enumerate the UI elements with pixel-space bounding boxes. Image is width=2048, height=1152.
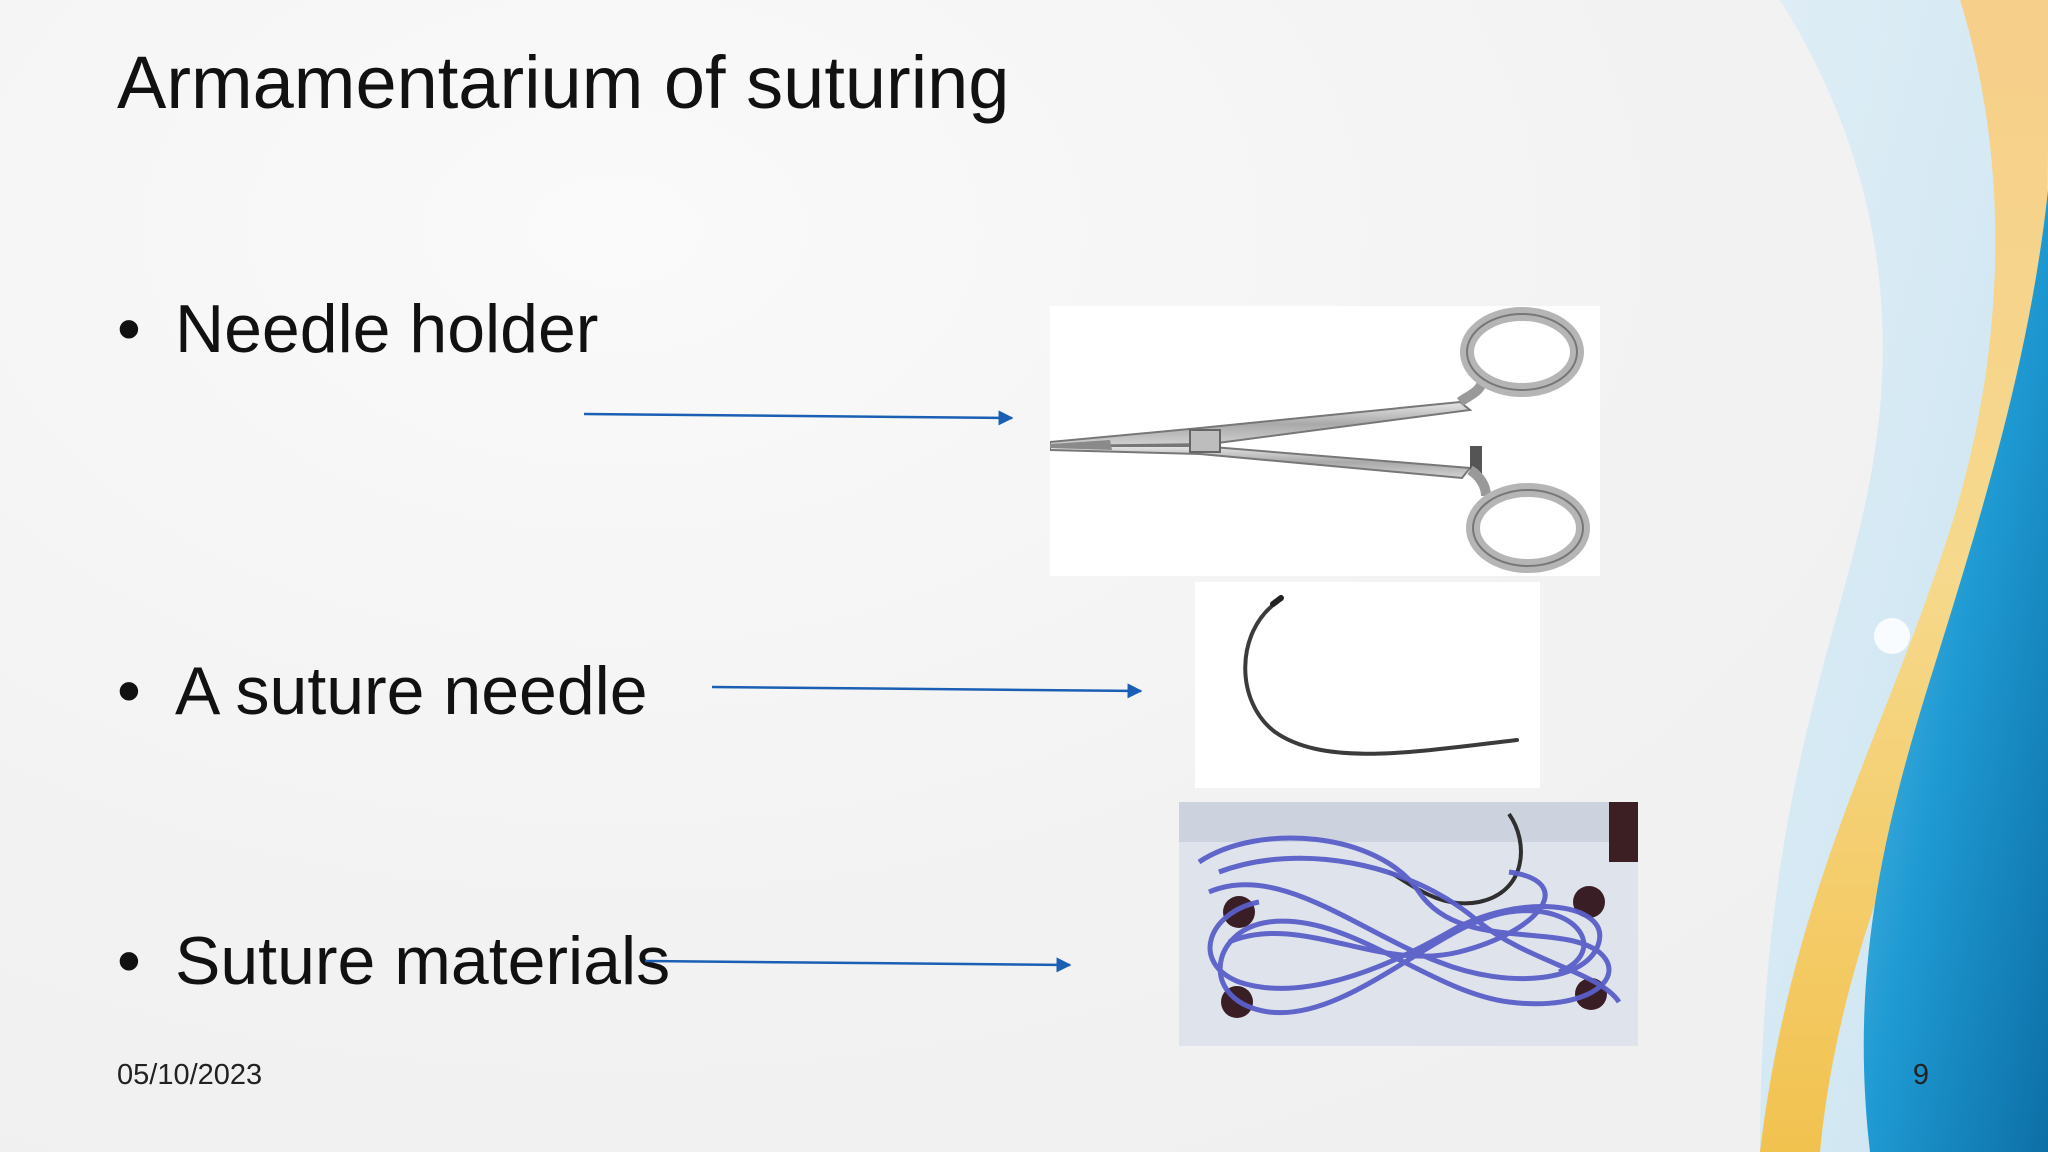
suture-materials-illustration (1179, 802, 1638, 1046)
bullet-suture-needle: • A suture needle (117, 652, 648, 730)
bullet-marker: • (117, 653, 141, 729)
needle-holder-image (1050, 306, 1600, 576)
bullet-marker: • (117, 291, 141, 367)
needle-holder-illustration (1050, 307, 1590, 573)
suture-needle-image (1195, 582, 1540, 788)
bullet-suture-materials: • Suture materials (117, 922, 670, 1000)
slide-number: 9 (1912, 1059, 1930, 1091)
footer-date: 05/10/2023 (117, 1059, 263, 1091)
suture-needle-illustration (1243, 595, 1519, 756)
bullet-needle-holder: • Needle holder (117, 290, 598, 368)
bullet-text: Needle holder (175, 291, 599, 367)
bullet-text: A suture needle (175, 653, 648, 729)
suture-materials-image (1179, 802, 1638, 1046)
slide-title: Armamentarium of suturing (117, 41, 1010, 124)
bullet-marker: • (117, 923, 141, 999)
bullet-text: Suture materials (175, 923, 671, 999)
